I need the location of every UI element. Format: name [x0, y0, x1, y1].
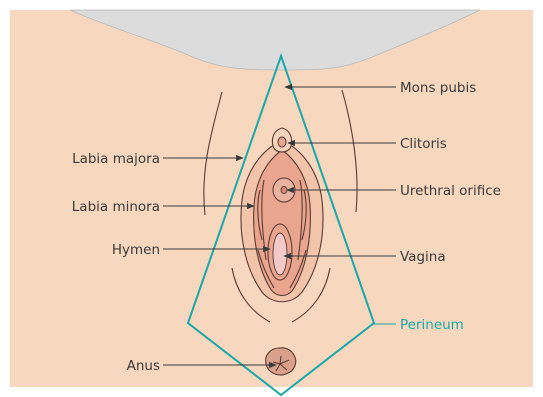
label-mons-pubis: Mons pubis	[400, 80, 476, 96]
label-labia-majora: Labia majora	[72, 151, 160, 167]
label-urethral-orifice: Urethral orifice	[400, 183, 501, 199]
label-vagina: Vagina	[400, 249, 446, 265]
urethral-orifice-opening	[281, 187, 287, 194]
label-labia-minora: Labia minora	[72, 199, 160, 215]
label-perineum: Perineum	[400, 317, 464, 333]
label-clitoris: Clitoris	[400, 136, 447, 152]
label-hymen: Hymen	[112, 242, 160, 258]
vaginal-opening	[273, 233, 287, 275]
label-anus: Anus	[127, 358, 160, 374]
clitoris-glans	[278, 137, 286, 147]
